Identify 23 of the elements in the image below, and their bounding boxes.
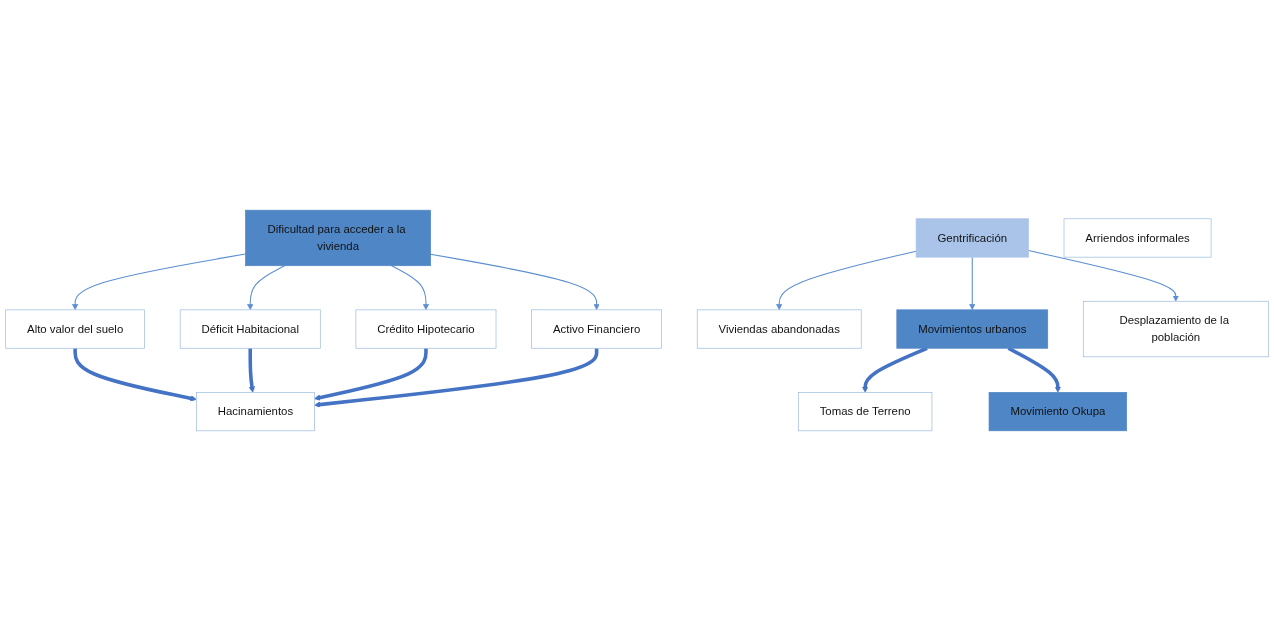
- node-box: Crédito Hipotecario: [355, 309, 497, 349]
- arrow: [314, 348, 428, 401]
- arrow: [248, 348, 256, 393]
- node-box: Movimiento Okupa: [988, 392, 1128, 432]
- node-box: Dificultad para acceder a la vivienda: [245, 209, 431, 267]
- arrow: [969, 256, 976, 311]
- arrow: [73, 348, 197, 402]
- node-box: Tomas de Terreno: [797, 392, 933, 432]
- arrow: [391, 265, 430, 311]
- arrow: [1027, 250, 1179, 302]
- node-box: Arriendos informales: [1063, 218, 1212, 258]
- node-box: Desplazamiento de la población: [1082, 300, 1269, 358]
- node-box: Viviendas abandonadas: [696, 309, 862, 349]
- arrow: [72, 253, 247, 311]
- node-box: Déficit Habitacional: [179, 309, 321, 349]
- arrow: [247, 265, 286, 311]
- arrow: [430, 253, 600, 311]
- node-box: Alto valor del suelo: [5, 309, 145, 349]
- node-box: Hacinamientos: [196, 392, 315, 432]
- node-box: Gentrificación: [915, 218, 1029, 258]
- node-box: Activo Financiero: [531, 309, 662, 349]
- arrow: [776, 250, 917, 311]
- node-box: Movimientos urbanos: [896, 309, 1049, 349]
